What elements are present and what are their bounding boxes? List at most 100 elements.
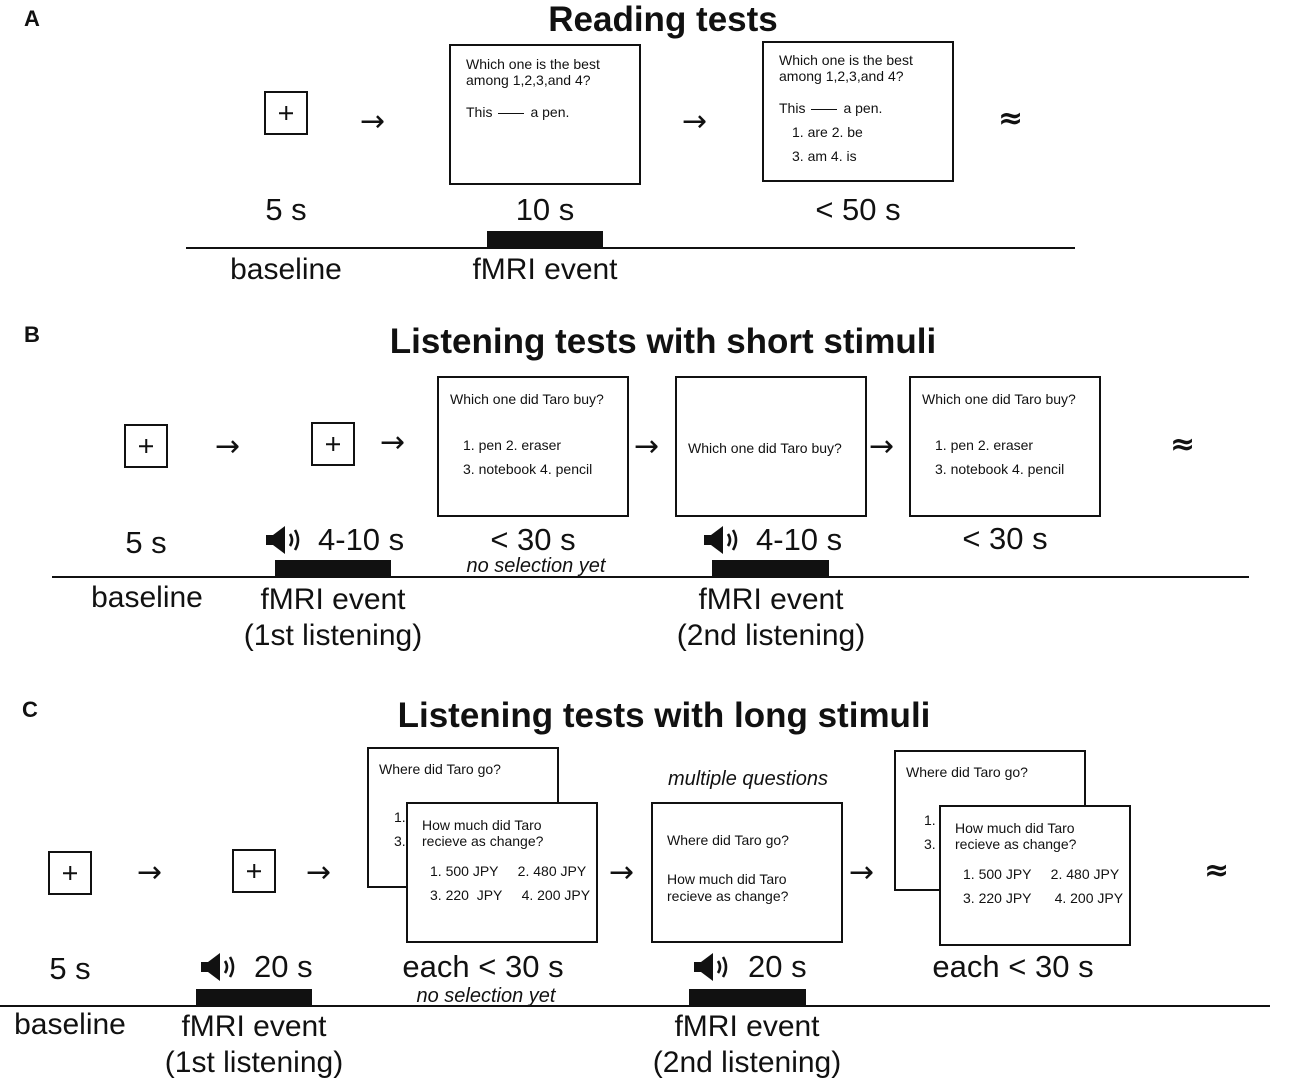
note-multiple-questions: multiple questions	[667, 768, 829, 790]
label-baseline: baseline	[230, 253, 342, 286]
blank-line	[811, 109, 838, 110]
right-arrow-icon: →	[849, 855, 875, 890]
fixation-cross-icon	[232, 849, 276, 893]
note-no-selection: no selection yet	[416, 985, 556, 1007]
screen-options-line: 3.	[394, 833, 406, 849]
fixation-cross-icon	[311, 422, 355, 466]
screen-options-line: 3.	[924, 836, 936, 852]
label-fmri-event-sub: (2nd listening)	[652, 1046, 842, 1079]
continuation-approx-symbol: ≈	[998, 101, 1024, 136]
duration-listening-1: 4-10 s	[318, 522, 405, 557]
duration-answer-2: < 30 s	[962, 521, 1048, 556]
fixation-cross-icon	[264, 91, 308, 135]
screen-question-line: among 1,2,3,and 4?	[466, 72, 591, 88]
screen-options-line: 3. 220 JPY 4. 200 JPY	[430, 887, 591, 903]
note-no-selection: no selection yet	[466, 555, 606, 577]
screen-options-line: 1. pen 2. eraser	[463, 437, 562, 453]
right-arrow-icon: →	[609, 855, 635, 890]
right-arrow-icon: →	[634, 429, 660, 464]
label-fmri-event: fMRI event	[698, 583, 844, 616]
right-arrow-icon: →	[137, 855, 163, 890]
panel-a-letter: A	[24, 6, 40, 31]
fmri-event-bar	[275, 560, 391, 576]
speaker-icon	[704, 526, 738, 554]
listening-question-screen: Where did Taro go? How much did Taro rec…	[651, 802, 843, 943]
screen-question-line: Which one is the best	[466, 56, 600, 72]
screen-options-line: 1.	[394, 809, 406, 825]
continuation-approx-symbol: ≈	[1170, 427, 1196, 462]
panel-c-title: Listening tests with long stimuli	[397, 696, 931, 735]
duration-listening-2: 4-10 s	[756, 522, 843, 557]
continuation-approx-symbol: ≈	[1204, 853, 1230, 888]
panel-b-title: Listening tests with short stimuli	[389, 322, 937, 361]
label-fmri-event-sub: (1st listening)	[243, 619, 423, 652]
panel-c-letter: C	[22, 697, 38, 722]
duration-answer-1: < 30 s	[490, 522, 576, 557]
screen-options-line: 1. 500 JPY 2. 480 JPY	[963, 866, 1120, 882]
screen-question-line: Which one did Taro buy?	[450, 391, 604, 407]
label-fmri-event: fMRI event	[674, 1010, 820, 1043]
screen-question-line: Where did Taro go?	[379, 761, 501, 777]
listening-answer-screen: Which one did Taro buy? 1. pen 2. eraser…	[909, 376, 1101, 517]
timeline	[52, 576, 1249, 578]
screen-question-line: Where did Taro go?	[667, 832, 789, 848]
duration-event: 10 s	[515, 192, 575, 227]
screen-options-line: 1. are 2. be	[792, 124, 863, 140]
duration-answer-1: each < 30 s	[402, 949, 564, 984]
label-baseline: baseline	[14, 1008, 126, 1041]
screen-options-line: 1.	[924, 812, 936, 828]
right-arrow-icon: →	[215, 429, 241, 464]
label-fmri-event: fMRI event	[181, 1010, 327, 1043]
right-arrow-icon: →	[306, 855, 332, 890]
fixation-cross-icon	[48, 851, 92, 895]
speaker-icon	[694, 953, 728, 981]
panel-b-letter: B	[24, 322, 40, 347]
speaker-icon	[266, 526, 300, 554]
duration-baseline: 5 s	[125, 525, 167, 560]
blank-line	[498, 113, 525, 114]
screen-question-line: How much did Taro	[422, 817, 542, 833]
right-arrow-icon: →	[682, 104, 708, 139]
screen-options-line: 3. notebook 4. pencil	[463, 461, 593, 477]
timeline	[186, 247, 1075, 249]
panel-a-title: Reading tests	[548, 0, 778, 39]
duration-answer-2: each < 30 s	[932, 949, 1094, 984]
screen-options-line: 1. 500 JPY 2. 480 JPY	[430, 863, 587, 879]
screen-question-line: Where did Taro go?	[906, 764, 1028, 780]
screen-question-line: recieve as change?	[667, 888, 789, 904]
duration-answer: < 50 s	[815, 192, 901, 227]
right-arrow-icon: →	[380, 425, 406, 460]
right-arrow-icon: →	[869, 429, 895, 464]
label-fmri-event: fMRI event	[472, 253, 618, 286]
screen-question-line: among 1,2,3,and 4?	[779, 68, 904, 84]
label-fmri-event-sub: (2nd listening)	[676, 619, 866, 652]
duration-baseline: 5 s	[265, 192, 307, 227]
listening-preview-screen: Which one did Taro buy? 1. pen 2. eraser…	[437, 376, 629, 517]
timeline	[0, 1005, 1270, 1007]
screen-options-line: 3. 220 JPY 4. 200 JPY	[963, 890, 1124, 906]
reading-answer-screen: Which one is the best among 1,2,3,and 4?…	[762, 41, 954, 182]
fmri-event-bar	[712, 560, 829, 576]
reading-question-screen: Which one is the best among 1,2,3,and 4?…	[449, 44, 641, 185]
fixation-cross-icon	[124, 424, 168, 468]
duration-listening-2: 20 s	[748, 949, 807, 984]
screen-question-line: How much did Taro	[955, 820, 1075, 836]
duration-baseline: 5 s	[49, 951, 91, 986]
fmri-event-bar	[689, 989, 806, 1005]
right-arrow-icon: →	[360, 104, 386, 139]
stacked-screen-front: How much did Taro recieve as change? 1. …	[406, 802, 598, 943]
screen-question-line: Which one did Taro buy?	[688, 440, 842, 456]
duration-listening-1: 20 s	[254, 949, 313, 984]
screen-question-line: Which one is the best	[779, 52, 913, 68]
screen-question-line: Which one did Taro buy?	[922, 391, 1076, 407]
fmri-event-bar	[487, 231, 603, 247]
screen-question-line: How much did Taro	[667, 871, 787, 887]
screen-options-line: 3. notebook 4. pencil	[935, 461, 1065, 477]
label-fmri-event-sub: (1st listening)	[164, 1046, 344, 1079]
fmri-event-bar	[196, 989, 312, 1005]
listening-question-screen: Which one did Taro buy?	[675, 376, 867, 517]
screen-options-line: 1. pen 2. eraser	[935, 437, 1034, 453]
speaker-icon	[201, 953, 235, 981]
